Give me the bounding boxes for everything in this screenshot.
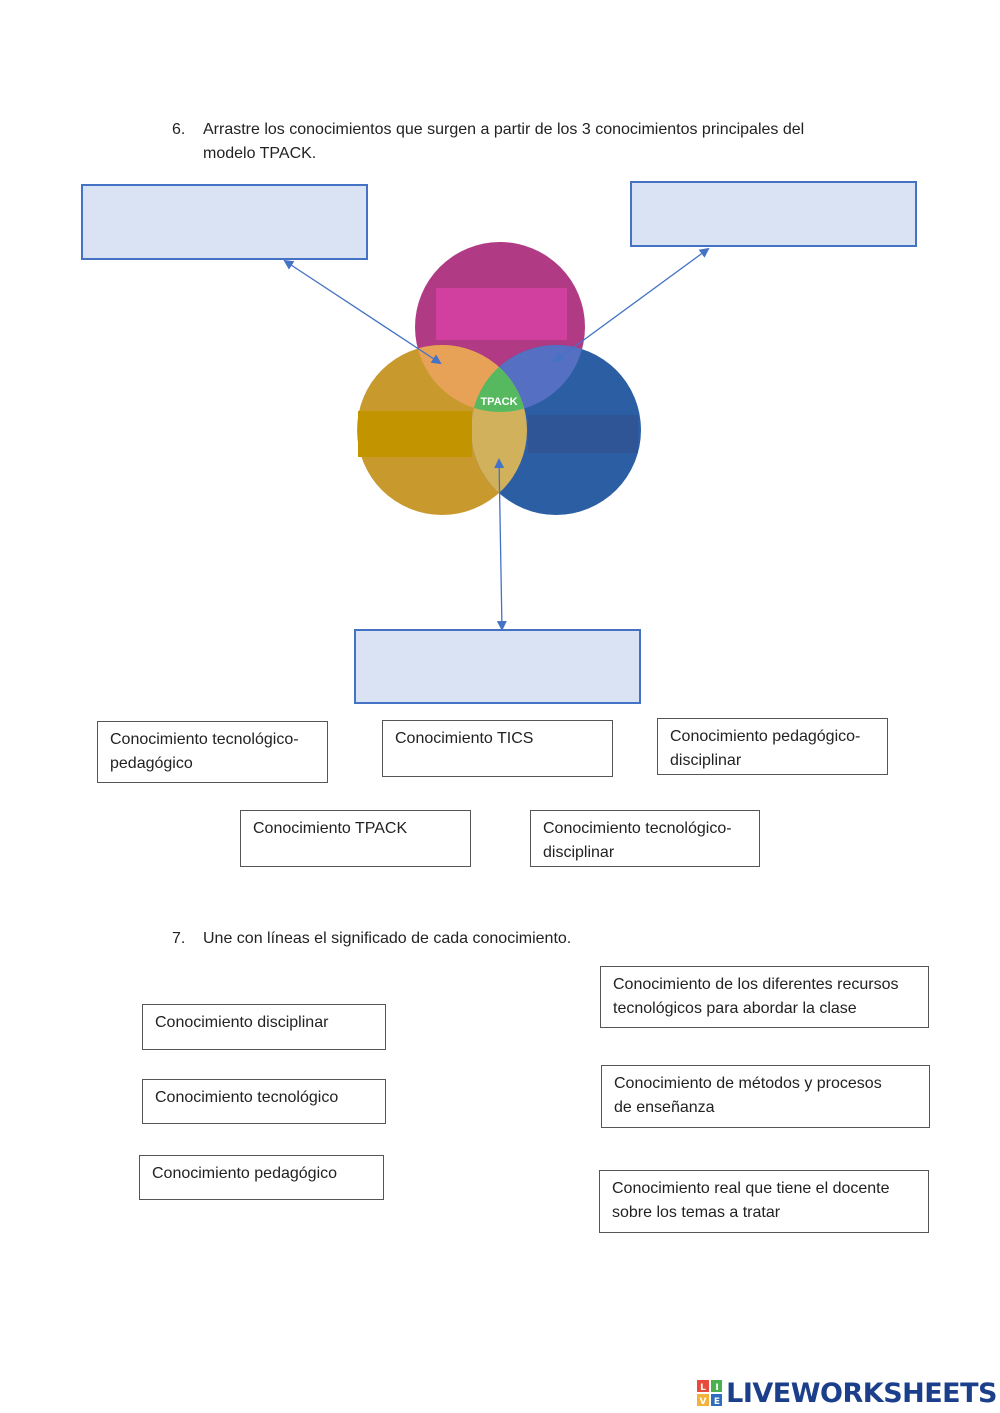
drop-zone-top-right[interactable] xyxy=(630,181,917,247)
question-6-line1: Arrastre los conocimientos que surgen a … xyxy=(203,121,805,138)
liveworksheets-logo: L I V E LIVEWORKSHEETS xyxy=(697,1376,997,1410)
match-left-label: Conocimiento pedagógico xyxy=(152,1165,338,1182)
arrow-bottom xyxy=(494,458,507,631)
match-left-label: Conocimiento tecnológico xyxy=(155,1089,339,1106)
arrow-top-right xyxy=(553,247,710,363)
venn-label-bar-top xyxy=(436,288,567,340)
question-7-text: Une con líneas el significado de cada co… xyxy=(203,930,572,947)
venn-label-bar-left xyxy=(358,411,472,457)
option-card[interactable]: Conocimiento tecnológico- pedagógico xyxy=(97,721,328,783)
option-card[interactable]: Conocimiento tecnológico- disciplinar xyxy=(530,810,760,867)
match-right-line1: Conocimiento de métodos y procesos xyxy=(614,1075,882,1092)
option-card[interactable]: Conocimiento pedagógico- disciplinar xyxy=(657,718,888,775)
option-card-line1: Conocimiento tecnológico- xyxy=(543,820,732,837)
drop-zone-bottom[interactable] xyxy=(354,629,641,704)
match-left-item[interactable]: Conocimiento pedagógico xyxy=(139,1155,384,1200)
match-right-line2: tecnológicos para abordar la clase xyxy=(613,1000,857,1017)
tpack-venn-diagram: TPACK xyxy=(283,242,710,631)
svg-text:I: I xyxy=(715,1383,718,1393)
option-card[interactable]: Conocimiento TICS xyxy=(382,720,613,777)
option-card-line1: Conocimiento pedagógico- xyxy=(670,728,861,745)
match-right-line1: Conocimiento real que tiene el docente xyxy=(612,1180,890,1197)
liveworksheets-logo-text: LIVEWORKSHEETS xyxy=(726,1377,997,1409)
svg-text:V: V xyxy=(700,1397,707,1406)
option-card-line1: Conocimiento TICS xyxy=(395,730,534,747)
match-right-line2: sobre los temas a tratar xyxy=(612,1204,781,1221)
match-right-item[interactable]: Conocimiento real que tiene el docente s… xyxy=(599,1170,929,1233)
question-6-line2: modelo TPACK. xyxy=(203,145,317,162)
option-card-line1: Conocimiento TPACK xyxy=(253,820,408,837)
match-right-item[interactable]: Conocimiento de métodos y procesos de en… xyxy=(601,1065,930,1128)
question-6-number: 6. xyxy=(172,121,186,138)
svg-text:L: L xyxy=(700,1383,706,1393)
venn-label-bar-right xyxy=(528,415,638,453)
option-card-line2: disciplinar xyxy=(670,752,742,769)
drop-zone-top-left[interactable] xyxy=(81,184,368,260)
svg-text:E: E xyxy=(714,1397,720,1406)
match-right-item[interactable]: Conocimiento de los diferentes recursos … xyxy=(600,966,929,1028)
question-7-title: 7. Une con líneas el significado de cada… xyxy=(172,927,872,953)
question-7-number: 7. xyxy=(172,930,186,947)
match-right-line1: Conocimiento de los diferentes recursos xyxy=(613,976,899,993)
liveworksheets-logo-icon: L I V E xyxy=(697,1380,723,1406)
arrow-top-left xyxy=(283,259,442,365)
venn-center-label: TPACK xyxy=(480,396,517,408)
question-6-title: 6. Arrastre los conocimientos que surgen… xyxy=(172,118,872,168)
option-card-line2: disciplinar xyxy=(543,844,615,861)
venn-center xyxy=(471,345,527,412)
option-card-line1: Conocimiento tecnológico- xyxy=(110,731,299,748)
option-card-line2: pedagógico xyxy=(110,755,193,772)
option-card[interactable]: Conocimiento TPACK xyxy=(240,810,471,867)
match-left-label: Conocimiento disciplinar xyxy=(155,1014,329,1031)
match-left-item[interactable]: Conocimiento tecnológico xyxy=(142,1079,386,1124)
match-right-line2: de enseñanza xyxy=(614,1099,715,1116)
match-left-item[interactable]: Conocimiento disciplinar xyxy=(142,1004,386,1050)
